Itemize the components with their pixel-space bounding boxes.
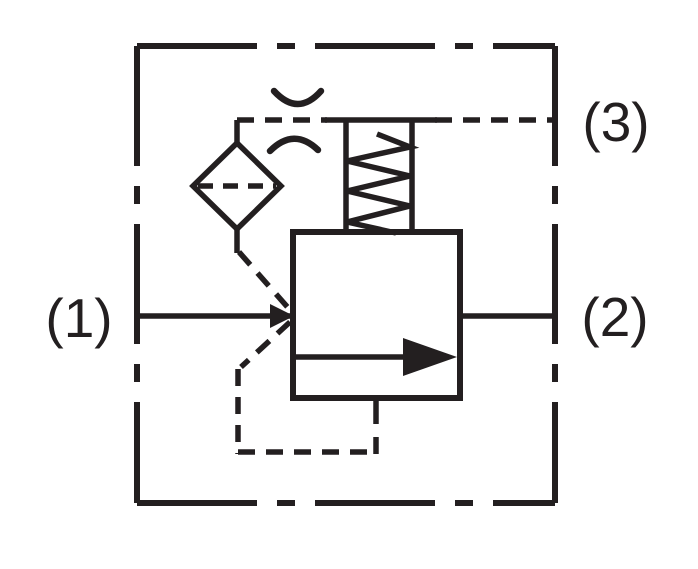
pilot-drain-lines (235, 250, 379, 455)
inlet-arrow-icon (270, 304, 294, 328)
coupling-arc-lower-icon (266, 135, 322, 155)
filter-diamond-icon (189, 139, 285, 233)
port-2-label: (2) (581, 286, 648, 348)
pilot-diagonal-lower (239, 319, 292, 370)
pilot-filter-symbol (189, 120, 285, 253)
valve-body-square (290, 229, 463, 401)
quick-disconnect-arcs (266, 87, 325, 155)
spring-symbol (343, 122, 420, 236)
pilot-diagonal-upper (236, 250, 294, 313)
enclosure-boundary (134, 43, 558, 506)
flow-direction-arrow-icon (403, 338, 457, 376)
valve-body (290, 229, 463, 401)
port-3-label: (3) (582, 91, 649, 153)
port-1-line (137, 304, 294, 328)
spring-zigzag-icon (346, 131, 420, 236)
port-1-label: (1) (45, 287, 112, 349)
coupling-arc-upper-icon (270, 87, 325, 108)
